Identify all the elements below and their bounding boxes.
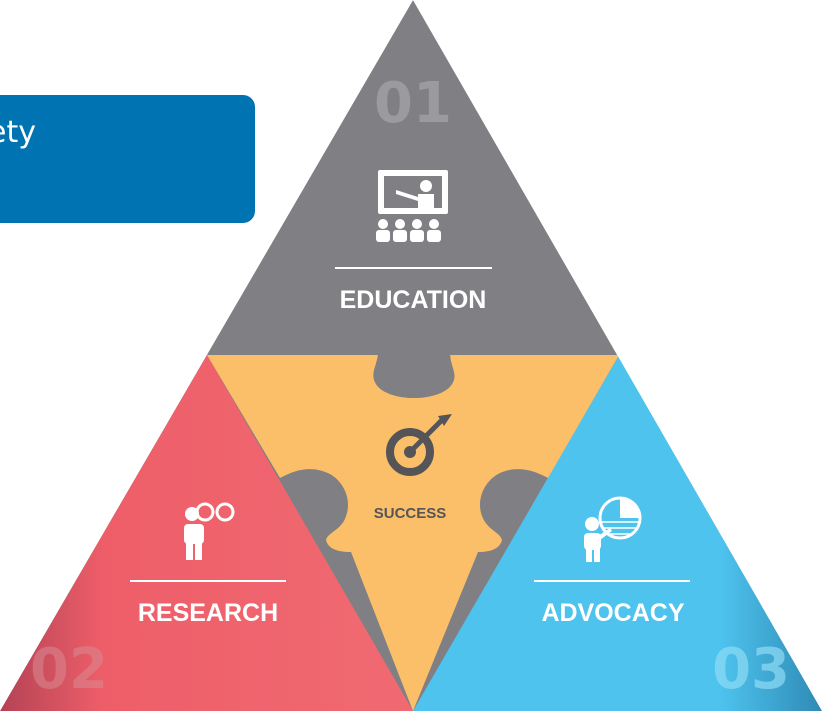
title-banner: ety <box>0 95 255 223</box>
teacher-presentation-icon <box>376 170 448 242</box>
banner-text: ety <box>0 115 36 150</box>
education-puzzle-tab <box>373 355 455 398</box>
research-segment <box>0 355 413 711</box>
advocacy-segment <box>413 355 822 711</box>
success-label: SUCCESS <box>374 505 447 522</box>
research-label: RESEARCH <box>138 599 278 627</box>
advocacy-number: 03 <box>712 637 790 702</box>
person-pie-chart-icon <box>584 496 642 562</box>
advocacy-label: ADVOCACY <box>541 599 684 627</box>
target-icon <box>386 414 452 476</box>
research-number: 02 <box>30 637 108 702</box>
education-label: EDUCATION <box>340 286 487 314</box>
success-segment <box>207 355 619 711</box>
person-binoculars-icon <box>184 502 235 560</box>
education-number: 01 <box>374 71 452 136</box>
